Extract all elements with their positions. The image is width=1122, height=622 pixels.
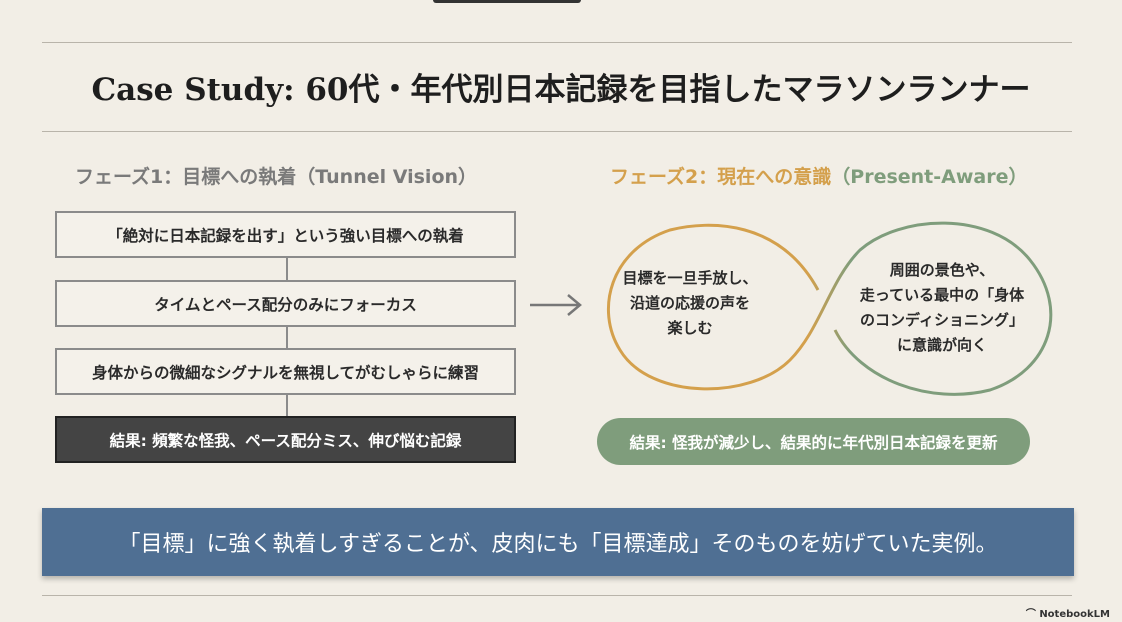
text-line: 目標を一旦手放し、 xyxy=(622,269,758,287)
text-line: 走っている最中の「身体 xyxy=(859,286,1025,304)
phase2-heading-main: フェーズ2：現在への意識 xyxy=(610,166,832,188)
text-line: 周囲の景色や、 xyxy=(889,261,995,279)
phase1-step: タイムとペース配分のみにフォーカス xyxy=(55,280,516,327)
notebooklm-logo: ⌒ NotebookLM xyxy=(1026,605,1110,620)
divider xyxy=(42,595,1072,596)
arrow-right-icon xyxy=(530,294,582,316)
phase1-result: 結果: 頻繁な怪我、ペース配分ミス、伸び悩む記録 xyxy=(55,416,516,463)
text-line: のコンディショニング」 xyxy=(860,311,1024,329)
page-title: Case Study: 60代・年代別日本記録を目指したマラソンランナー xyxy=(91,72,1031,108)
logo-text: NotebookLM xyxy=(1039,609,1110,620)
phase1-step: 身体からの微細なシグナルを無視してがむしゃらに練習 xyxy=(55,348,516,395)
phase2-heading: フェーズ2：現在への意識（Present-Aware） xyxy=(610,162,1028,189)
connector xyxy=(286,327,288,348)
phase2-right-text: 周囲の景色や、 走っている最中の「身体 のコンディショニング」 に意識が向く xyxy=(842,258,1042,358)
conclusion-banner: 「目標」に強く執着しすぎることが、皮肉にも「目標達成」そのものを妨げていた実例。 xyxy=(42,508,1074,576)
phase1-heading: フェーズ1：目標への執着（Tunnel Vision） xyxy=(75,166,478,188)
text-line: に意識が向く xyxy=(896,336,987,354)
divider xyxy=(42,131,1072,132)
text-line: 沿道の応援の声を xyxy=(629,294,750,312)
connector xyxy=(286,395,288,416)
text-line: 楽しむ xyxy=(667,319,713,337)
phase1-step: 「絶対に日本記録を出す」という強い目標への執着 xyxy=(55,211,516,258)
window-handle xyxy=(433,0,581,3)
phase2-result: 結果: 怪我が減少し、結果的に年代別日本記録を更新 xyxy=(597,418,1030,465)
infinity-loop-diagram xyxy=(606,221,1053,396)
divider xyxy=(42,42,1072,43)
phase2-heading-sub: （Present-Aware） xyxy=(831,166,1028,188)
notebooklm-icon: ⌒ xyxy=(1025,609,1040,620)
phase2-left-text: 目標を一旦手放し、 沿道の応援の声を 楽しむ xyxy=(600,266,780,341)
connector xyxy=(286,258,288,280)
